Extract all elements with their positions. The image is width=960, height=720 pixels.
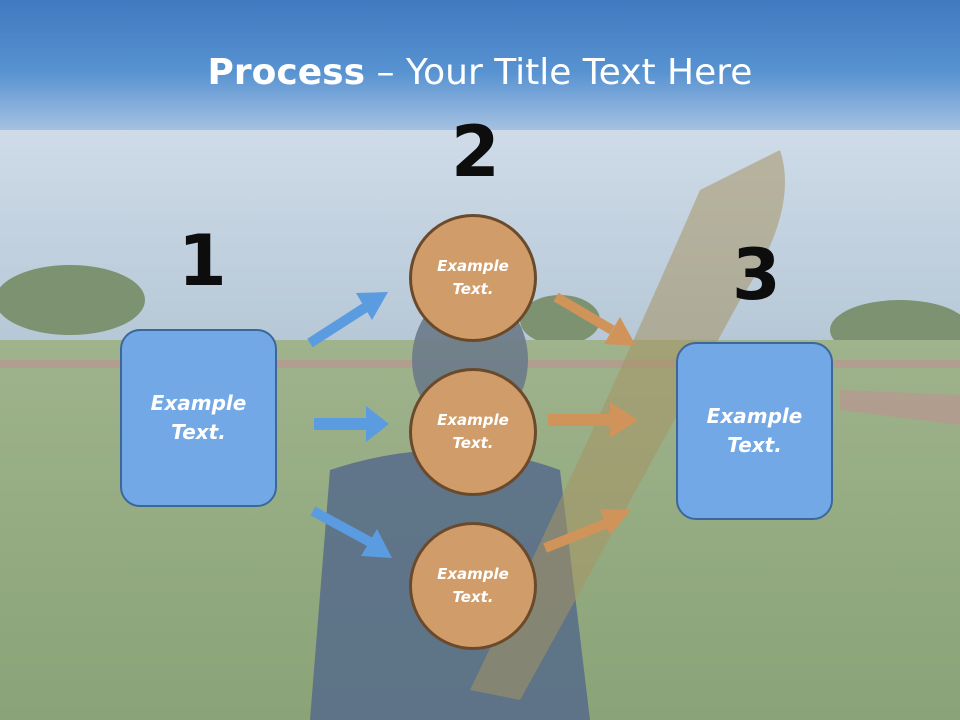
title-rest: – Your Title Text Here [365, 52, 753, 93]
right-process-box: Example Text. [676, 342, 833, 520]
process-circle-2: Example Text. [409, 368, 537, 496]
step-number-3: 3 [732, 234, 781, 316]
process-circle-3: Example Text. [409, 522, 537, 650]
step-number-1: 1 [178, 220, 227, 302]
title-bold: Process [207, 52, 366, 93]
process-circle-1: Example Text. [409, 214, 537, 342]
step-number-2: 2 [451, 111, 500, 193]
left-process-box: Example Text. [120, 329, 277, 507]
slide-title: Process – Your Title Text Here [0, 52, 960, 93]
